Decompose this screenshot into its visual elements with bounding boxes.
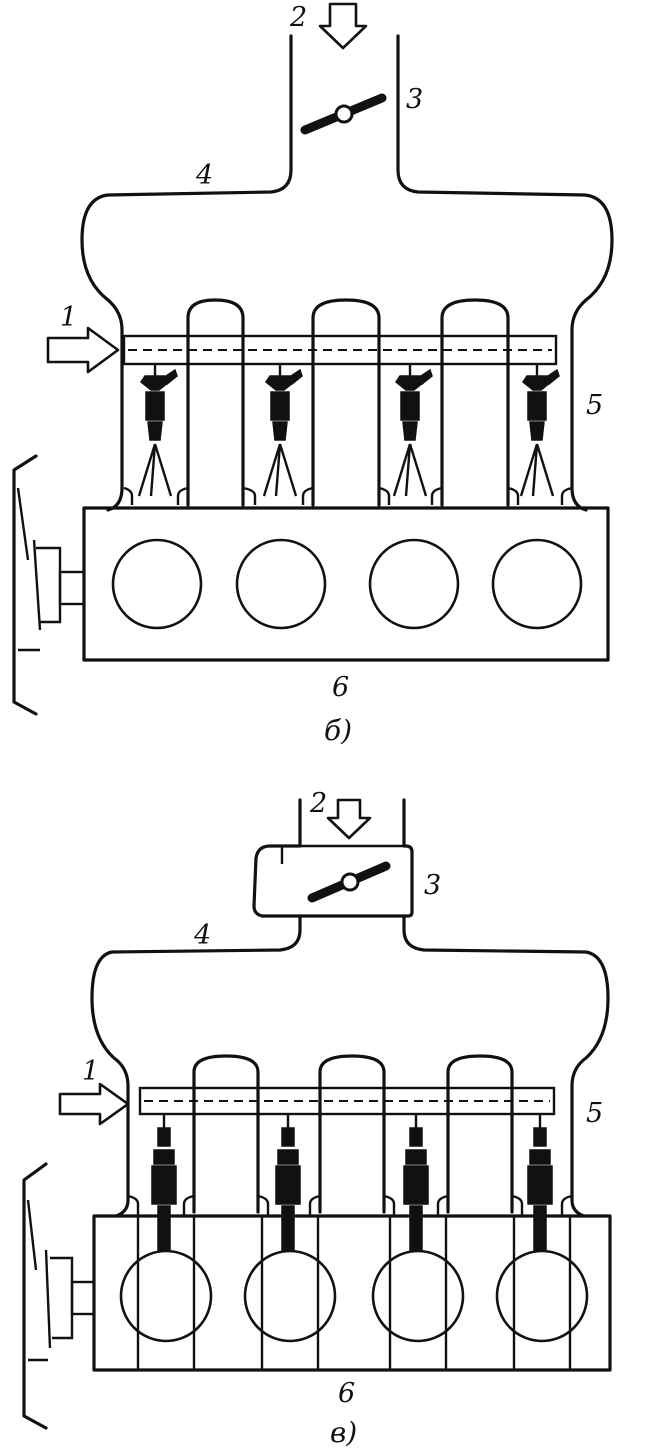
fuel-inlet-arrow bbox=[46, 326, 120, 374]
label-throttle: 3 bbox=[406, 84, 423, 115]
flywheel bbox=[22, 1162, 96, 1430]
cylinders bbox=[111, 538, 583, 630]
cylinder bbox=[119, 1249, 213, 1343]
cylinder bbox=[235, 538, 327, 630]
diagram-v: 1 2 3 4 5 6 в) bbox=[22, 788, 612, 1449]
diagram-b: 1 2 3 4 5 6 б) bbox=[12, 2, 614, 747]
air-inlet-arrow bbox=[318, 2, 368, 50]
runner-flares bbox=[123, 486, 573, 505]
cylinder bbox=[111, 538, 203, 630]
runner-flares bbox=[127, 1194, 573, 1216]
injector bbox=[137, 364, 178, 497]
cylinder-bore-lines bbox=[136, 1216, 572, 1370]
throttle-body-detail bbox=[280, 844, 406, 864]
fuel-rail bbox=[122, 334, 558, 366]
injector bbox=[392, 364, 433, 497]
label-rail: 5 bbox=[586, 390, 603, 421]
port-injectors bbox=[137, 364, 560, 497]
injector bbox=[262, 364, 303, 497]
label-engine: 6 bbox=[338, 1378, 355, 1409]
cylinder bbox=[491, 538, 583, 630]
caption-b: б) bbox=[324, 714, 352, 747]
throttle-valve bbox=[300, 93, 387, 135]
throttle-valve bbox=[307, 861, 391, 903]
label-air: 2 bbox=[309, 788, 327, 819]
label-fuel: 1 bbox=[60, 302, 77, 333]
fuel-inlet-arrow bbox=[58, 1082, 130, 1126]
label-throttle: 3 bbox=[424, 870, 441, 901]
label-engine: 6 bbox=[332, 672, 349, 703]
cylinders bbox=[119, 1249, 589, 1343]
air-inlet-arrow bbox=[326, 798, 372, 840]
label-manifold: 4 bbox=[193, 920, 211, 951]
cylinder bbox=[495, 1249, 589, 1343]
flywheel bbox=[12, 454, 86, 716]
caption-v: в) bbox=[330, 1416, 357, 1449]
intake-manifold-outline bbox=[80, 34, 614, 512]
cylinder bbox=[243, 1249, 337, 1343]
throttle-body bbox=[252, 798, 414, 918]
label-rail: 5 bbox=[586, 1098, 603, 1129]
cylinder bbox=[368, 538, 460, 630]
injector bbox=[519, 364, 560, 497]
label-fuel: 1 bbox=[82, 1056, 99, 1087]
label-air: 2 bbox=[289, 2, 307, 33]
label-manifold: 4 bbox=[195, 160, 213, 191]
fuel-rail bbox=[138, 1086, 556, 1116]
cylinder bbox=[371, 1249, 465, 1343]
intake-manifold-outline bbox=[90, 914, 610, 1218]
